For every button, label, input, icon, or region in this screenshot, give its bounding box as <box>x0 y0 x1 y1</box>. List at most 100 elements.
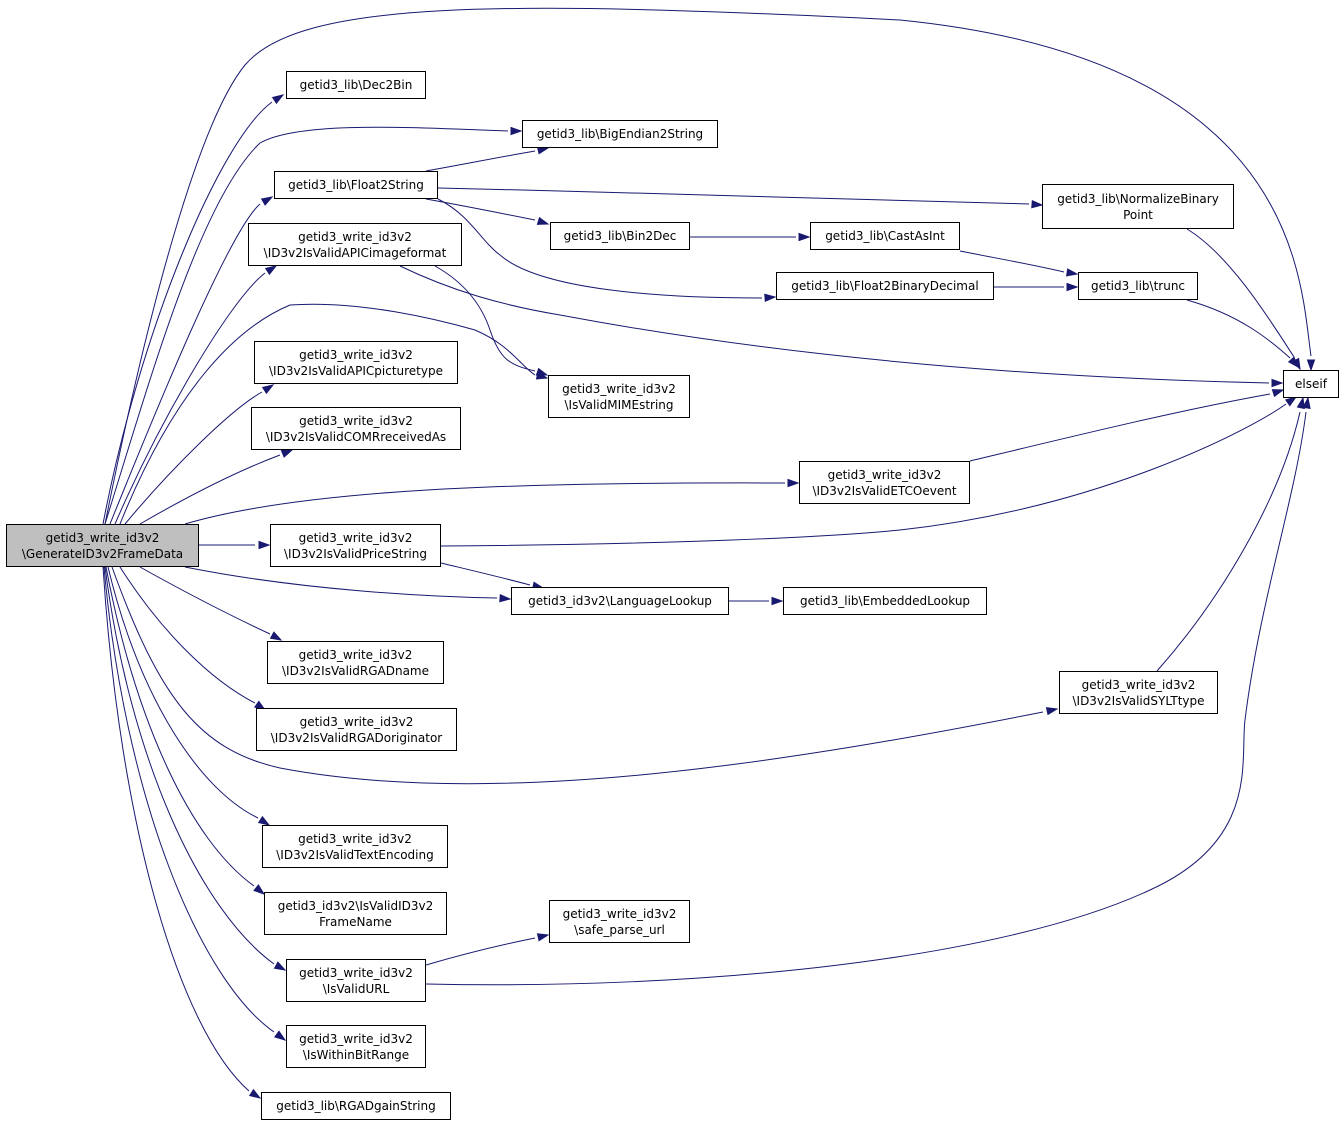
node-isvalidid3v2framename[interactable]: getid3_id3v2\IsValidID3v2 FrameName <box>264 892 447 935</box>
edge-apicimageformat-to-elseif <box>399 265 1270 384</box>
node-label-line1: getid3_lib\EmbeddedLookup <box>799 594 971 608</box>
node-label-line1: getid3_write_id3v2 <box>299 714 414 729</box>
node-label-line2: \ID3v2IsValidAPICimageformat <box>263 245 447 260</box>
node-dec2bin[interactable]: getid3_lib\Dec2Bin <box>286 71 426 99</box>
node-id3v2isvalidetcoevent[interactable]: getid3_write_id3v2 \ID3v2IsValidETCOeven… <box>799 461 970 504</box>
arrowhead-elseif <box>1284 396 1298 407</box>
node-label-line1: getid3_write_id3v2 <box>299 965 413 980</box>
node-rgadgainstring[interactable]: getid3_lib\RGADgainString <box>261 1092 451 1120</box>
node-id3v2isvalidapicpicturetype[interactable]: getid3_write_id3v2 \ID3v2IsValidAPICpict… <box>254 341 458 384</box>
edge-root-to-bigendian2string <box>104 126 509 525</box>
node-safeparseurl[interactable]: getid3_write_id3v2 \safe_parse_url <box>549 900 690 943</box>
node-id3v2isvalidrgadoriginator[interactable]: getid3_write_id3v2 \ID3v2IsValidRGADorig… <box>256 708 457 751</box>
node-embeddedlookup[interactable]: getid3_lib\EmbeddedLookup <box>783 587 987 615</box>
node-id3v2isvalidsylttype[interactable]: getid3_write_id3v2 \ID3v2IsValidSYLTtype <box>1059 671 1218 714</box>
edge-root-to-float2string <box>109 203 261 525</box>
edge-trunc-to-elseif <box>1186 299 1291 359</box>
edge-root-to-iswithinbitrange <box>103 566 275 1033</box>
node-label-line1: getid3_lib\CastAsInt <box>825 229 945 243</box>
arrowhead-bigendian2string <box>510 126 523 136</box>
arrowhead-syltype <box>1045 707 1059 716</box>
node-label-line2: \ID3v2IsValidAPICpicturetype <box>269 363 443 378</box>
node-trunc[interactable]: getid3_lib\trunc <box>1078 272 1198 300</box>
node-label-line1: getid3_id3v2\IsValidID3v2 <box>277 898 434 913</box>
node-label-line1: getid3_lib\Float2BinaryDecimal <box>791 279 979 293</box>
node-generateid3v2framedata: getid3_write_id3v2 \GenerateID3v2FrameDa… <box>6 524 199 567</box>
node-languagelookup[interactable]: getid3_id3v2\LanguageLookup <box>511 587 729 615</box>
edge-root-to-rgadgainstring <box>102 566 250 1092</box>
node-label-line1: getid3_write_id3v2 <box>298 530 413 545</box>
arrowhead-rgadname <box>269 631 283 641</box>
edge-root-to-apicpicturetype <box>124 391 263 525</box>
arrowhead-elseif <box>1287 356 1300 369</box>
edge-castasint-to-trunc <box>959 250 1065 273</box>
arrowhead-apicimageformat <box>264 265 278 276</box>
node-label-line2: \ID3v2IsValidRGADoriginator <box>270 730 443 745</box>
node-label-line1: getid3_lib\trunc <box>1090 279 1186 293</box>
arrowhead-etcoevent <box>787 478 800 488</box>
arrowhead-elseif <box>1271 378 1284 388</box>
node-id3v2isvalidrgadname[interactable]: getid3_write_id3v2 \ID3v2IsValidRGADname <box>267 641 444 684</box>
node-label-line1: getid3_lib\Dec2Bin <box>299 78 413 92</box>
node-isvalidurl[interactable]: getid3_write_id3v2 \IsValidURL <box>286 959 426 1002</box>
arrowhead-elseif <box>1271 389 1285 398</box>
node-label-line1: getid3_lib\Bin2Dec <box>563 229 677 243</box>
edge-isvalidurl-to-elseif <box>425 411 1307 986</box>
arrowhead-elseif <box>1306 359 1316 372</box>
edge-root-to-elseif <box>104 7 1312 525</box>
node-id3v2isvalidpricestring[interactable]: getid3_write_id3v2 \ID3v2IsValidPriceStr… <box>270 524 441 567</box>
node-elseif[interactable]: elseif <box>1283 370 1339 398</box>
node-label-line2: \safe_parse_url <box>574 922 665 937</box>
node-label-line1: getid3_write_id3v2 <box>45 530 160 545</box>
edge-root-to-languagelookup <box>184 566 498 599</box>
edge-pricestring-to-languagelookup <box>440 562 531 586</box>
edge-syltype-to-elseif <box>1156 411 1301 672</box>
arrowhead-comreceivedas <box>280 449 294 458</box>
arrowhead-trunc <box>1066 282 1079 292</box>
edge-root-to-textencoding <box>107 566 259 819</box>
edge-root-to-apicimageformat <box>114 272 266 525</box>
node-id3v2isvalidapicimageformat[interactable]: getid3_write_id3v2 \ID3v2IsValidAPICimag… <box>248 223 462 266</box>
arrowhead-isvalidurl <box>273 961 287 971</box>
arrowhead-ismimestring <box>535 367 549 376</box>
node-label-line1: getid3_write_id3v2 <box>298 647 413 662</box>
edge-root-to-etcoevent <box>184 482 786 525</box>
edge-float2string-to-float2binarydecimal <box>437 198 763 299</box>
arrowhead-textencoding <box>257 815 271 826</box>
node-label-line2: \IsValidMIMEstring <box>564 397 674 412</box>
node-bigendian2string[interactable]: getid3_lib\BigEndian2String <box>522 120 718 148</box>
node-id3v2isvalidtextencoding[interactable]: getid3_write_id3v2 \ID3v2IsValidTextEnco… <box>262 825 448 868</box>
arrowhead-elseif <box>1296 396 1305 410</box>
arrowhead-float2binarydecimal <box>764 293 777 302</box>
node-id3v2isvalidcomrreceivedas[interactable]: getid3_write_id3v2 \ID3v2IsValidCOMRrece… <box>251 407 461 450</box>
node-isvalidmimestring[interactable]: getid3_write_id3v2 \IsValidMIMEstring <box>548 375 690 418</box>
node-castasint[interactable]: getid3_lib\CastAsInt <box>810 222 960 250</box>
arrowhead-languagelookup <box>499 594 512 603</box>
edge-root-to-dec2bin <box>102 101 273 525</box>
node-label-line1: elseif <box>1295 377 1327 391</box>
node-label-line1: getid3_write_id3v2 <box>562 381 676 396</box>
edge-normalizebinarypoint-to-elseif <box>1186 228 1295 358</box>
edge-pricestring-to-elseif <box>440 403 1287 547</box>
node-label-line2: Point <box>1123 207 1153 222</box>
arrowhead-apicpicturetype <box>261 384 275 395</box>
node-float2string[interactable]: getid3_lib\Float2String <box>274 171 438 199</box>
node-label-line1: getid3_lib\NormalizeBinary <box>1057 191 1219 206</box>
node-float2binarydecimal[interactable]: getid3_lib\Float2BinaryDecimal <box>776 272 994 300</box>
edge-root-to-ismimestring <box>119 303 536 525</box>
node-normalizebinarypoint[interactable]: getid3_lib\NormalizeBinary Point <box>1042 184 1234 229</box>
arrowhead-framename <box>253 884 266 895</box>
node-label-line1: getid3_lib\RGADgainString <box>276 1099 436 1113</box>
node-bin2dec[interactable]: getid3_lib\Bin2Dec <box>550 222 690 250</box>
arrowhead-bin2dec <box>536 216 550 225</box>
edge-etcoevent-to-elseif <box>969 393 1271 462</box>
node-label-line1: getid3_lib\BigEndian2String <box>536 127 704 141</box>
arrowhead-normalizebinarypoint <box>1031 200 1044 209</box>
node-label-line1: getid3_write_id3v2 <box>562 906 677 921</box>
node-label-line1: getid3_write_id3v2 <box>299 1031 413 1046</box>
edge-float2string-to-normalizebinarypoint <box>437 187 1030 205</box>
node-label-line1: getid3_write_id3v2 <box>299 347 413 362</box>
node-iswithinbitrange[interactable]: getid3_write_id3v2 \IsWithinBitRange <box>286 1025 426 1068</box>
node-label-line2: \ID3v2IsValidTextEncoding <box>276 847 434 862</box>
